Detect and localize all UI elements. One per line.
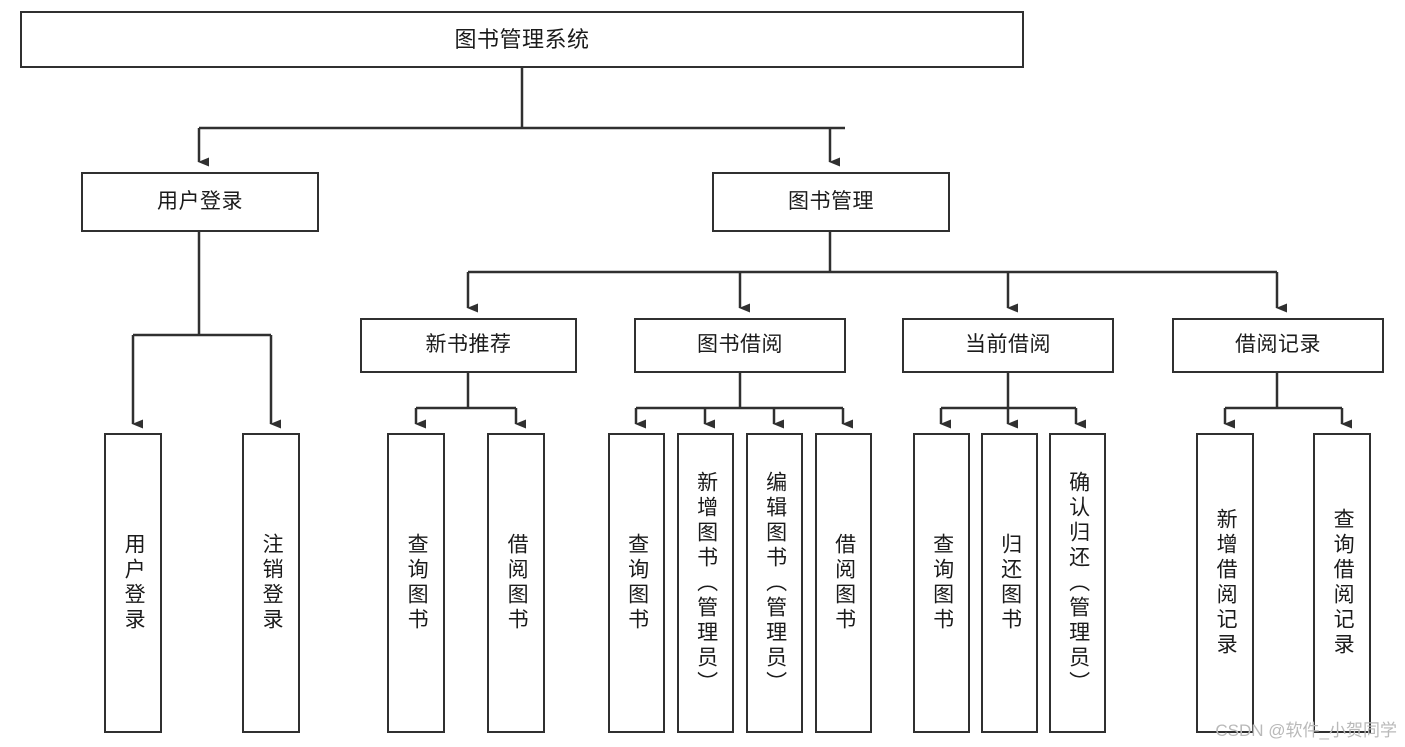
node-borrow-record[interactable]: 借阅记录 bbox=[1172, 318, 1384, 373]
leaf-user-login[interactable]: 用户登录 bbox=[104, 433, 162, 733]
node-label: 图书管理系统 bbox=[454, 26, 590, 52]
leaf-current-return-book[interactable]: 归还图书 bbox=[981, 433, 1038, 733]
node-label: 查询图书 bbox=[625, 533, 649, 633]
node-label: 注销登录 bbox=[260, 533, 284, 633]
node-label: 归还图书 bbox=[998, 533, 1022, 633]
node-label: 查询借阅记录 bbox=[1331, 508, 1355, 658]
node-label: 新增图书（管理员） bbox=[694, 470, 718, 696]
node-label: 编辑图书（管理员） bbox=[763, 470, 787, 696]
node-label: 用户登录 bbox=[157, 189, 243, 213]
leaf-current-query-book[interactable]: 查询图书 bbox=[913, 433, 970, 733]
leaf-borrow-edit-book[interactable]: 编辑图书（管理员） bbox=[746, 433, 803, 733]
leaf-record-add[interactable]: 新增借阅记录 bbox=[1196, 433, 1254, 733]
leaf-record-query[interactable]: 查询借阅记录 bbox=[1313, 433, 1371, 733]
leaf-recommend-query-book[interactable]: 查询图书 bbox=[387, 433, 445, 733]
node-label: 借阅图书 bbox=[832, 533, 856, 633]
leaf-borrow-add-book[interactable]: 新增图书（管理员） bbox=[677, 433, 734, 733]
node-book-manage[interactable]: 图书管理 bbox=[712, 172, 950, 232]
csdn-watermark: CSDN @软件_小贺同学 bbox=[1215, 721, 1397, 740]
leaf-borrow-query-book[interactable]: 查询图书 bbox=[608, 433, 665, 733]
leaf-borrow-borrow-book[interactable]: 借阅图书 bbox=[815, 433, 872, 733]
node-label: 新增借阅记录 bbox=[1214, 508, 1238, 658]
node-book-borrow[interactable]: 图书借阅 bbox=[634, 318, 846, 373]
node-label: 图书管理 bbox=[788, 189, 874, 213]
node-label: 借阅图书 bbox=[505, 533, 529, 633]
node-new-book-recommend[interactable]: 新书推荐 bbox=[360, 318, 577, 373]
leaf-recommend-borrow-book[interactable]: 借阅图书 bbox=[487, 433, 545, 733]
leaf-user-logout[interactable]: 注销登录 bbox=[242, 433, 300, 733]
node-label: 查询图书 bbox=[405, 533, 429, 633]
node-root-system[interactable]: 图书管理系统 bbox=[20, 11, 1024, 68]
node-current-borrow[interactable]: 当前借阅 bbox=[902, 318, 1114, 373]
node-label: 用户登录 bbox=[122, 533, 146, 633]
leaf-current-confirm-return[interactable]: 确认归还（管理员） bbox=[1049, 433, 1106, 733]
node-label: 确认归还（管理员） bbox=[1066, 470, 1090, 696]
node-label: 新书推荐 bbox=[425, 333, 512, 357]
node-label: 当前借阅 bbox=[965, 333, 1051, 357]
node-label: 查询图书 bbox=[930, 533, 954, 633]
node-label: 图书借阅 bbox=[697, 333, 783, 357]
node-label: 借阅记录 bbox=[1235, 333, 1321, 357]
node-user-login[interactable]: 用户登录 bbox=[81, 172, 319, 232]
